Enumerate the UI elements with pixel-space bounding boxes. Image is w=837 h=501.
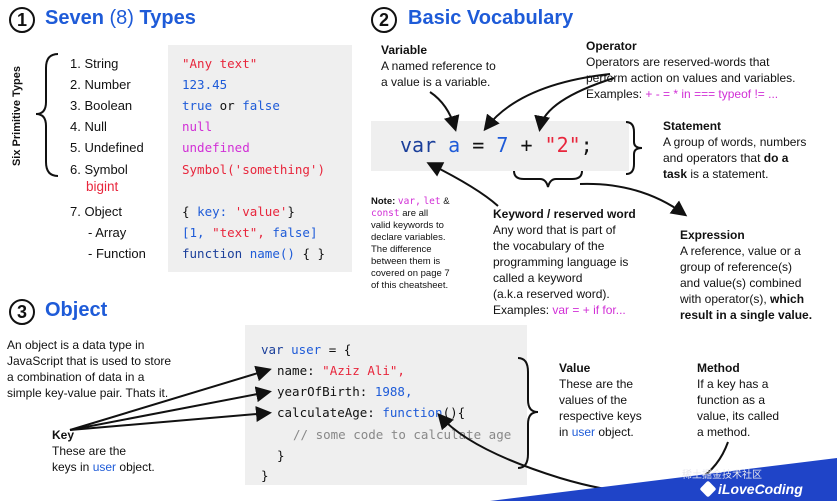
footer-logo: iLoveCoding [699, 480, 803, 498]
operator-arrow-2 [534, 77, 615, 132]
section-2-number: 2 [371, 7, 397, 33]
type-number-code: 123.45 [182, 77, 228, 92]
object-code-box [245, 325, 527, 485]
section-1-title: Seven (8) Types [45, 7, 196, 29]
type-undefined-code: undefined [182, 140, 250, 155]
type-symbol-code: Symbol('something') [182, 162, 325, 177]
type-function-code: function name() { } [182, 246, 326, 261]
object-code-line-7: } [261, 468, 269, 483]
expression-brace [513, 170, 583, 188]
types-code-box [168, 45, 352, 272]
primitive-brace [35, 53, 59, 177]
operator-block: Operator Operators are reserved-words th… [586, 39, 796, 101]
operator-arrow-1 [483, 73, 611, 132]
object-intro: An object is a data type in JavaScript t… [7, 338, 172, 400]
type-number-label: 2. Number [70, 77, 131, 92]
type-undefined-label: 5. Undefined [70, 140, 144, 155]
key-block: Key These are the keys in user object. [52, 428, 155, 474]
type-boolean-label: 3. Boolean [70, 98, 133, 113]
value-brace [517, 357, 539, 469]
type-object-code: { key: 'value'} [182, 204, 295, 219]
object-code-line-1: var user = { [261, 342, 352, 357]
value-block: Value These are the values of the respec… [559, 361, 642, 439]
watermark-text: 稀土掘金技术社区 [682, 470, 762, 481]
type-symbol-label: 6. Symbol [70, 162, 128, 177]
note-block: Note: var, let & const are all valid key… [371, 196, 450, 291]
object-code-line-3: yearOfBirth: 1988, [277, 384, 413, 399]
method-block: Method If a key has a function as a valu… [697, 361, 780, 439]
type-null-code: null [182, 119, 213, 134]
key-arrow-3 [69, 406, 272, 431]
keyword-block: Keyword / reserved word Any word that is… [493, 207, 636, 317]
type-bigint-label: bigint [86, 179, 119, 194]
key-arrow-2 [69, 386, 272, 431]
section-3-number: 3 [9, 299, 35, 325]
type-function-label: - Function [88, 246, 146, 261]
key-arrow-1 [69, 365, 272, 431]
expression-block: Expression A reference, value or a group… [680, 228, 813, 322]
statement-brace [625, 121, 643, 175]
object-code-line-4: calculateAge: function(){ [277, 405, 466, 420]
expression-arrow [579, 182, 688, 217]
section-1-number: 1 [9, 7, 35, 33]
vocab-code-line: var a = 7 + "2"; [400, 133, 593, 157]
object-code-line-6: } [277, 448, 285, 463]
section-2-title: Basic Vocabulary [408, 7, 574, 29]
type-array-label: - Array [88, 225, 127, 240]
statement-block: Statement A group of words, numbers and … [663, 119, 807, 181]
keyword-arrow [426, 162, 499, 207]
heart-icon [699, 480, 717, 498]
variable-block: Variable A named reference to a value is… [381, 43, 496, 89]
type-string-label: 1. String [70, 56, 119, 71]
type-array-code: [1, "text", false] [182, 225, 318, 240]
variable-arrow [429, 91, 460, 132]
vocab-code-box [371, 121, 629, 171]
type-boolean-code: true or false [182, 98, 280, 113]
type-object-label: 7. Object [70, 204, 123, 219]
section-3-title: Object [45, 299, 108, 321]
type-string-code: "Any text" [182, 56, 258, 71]
object-code-line-2: name: "Aziz Ali", [277, 363, 405, 378]
type-null-label: 4. Null [70, 119, 107, 134]
